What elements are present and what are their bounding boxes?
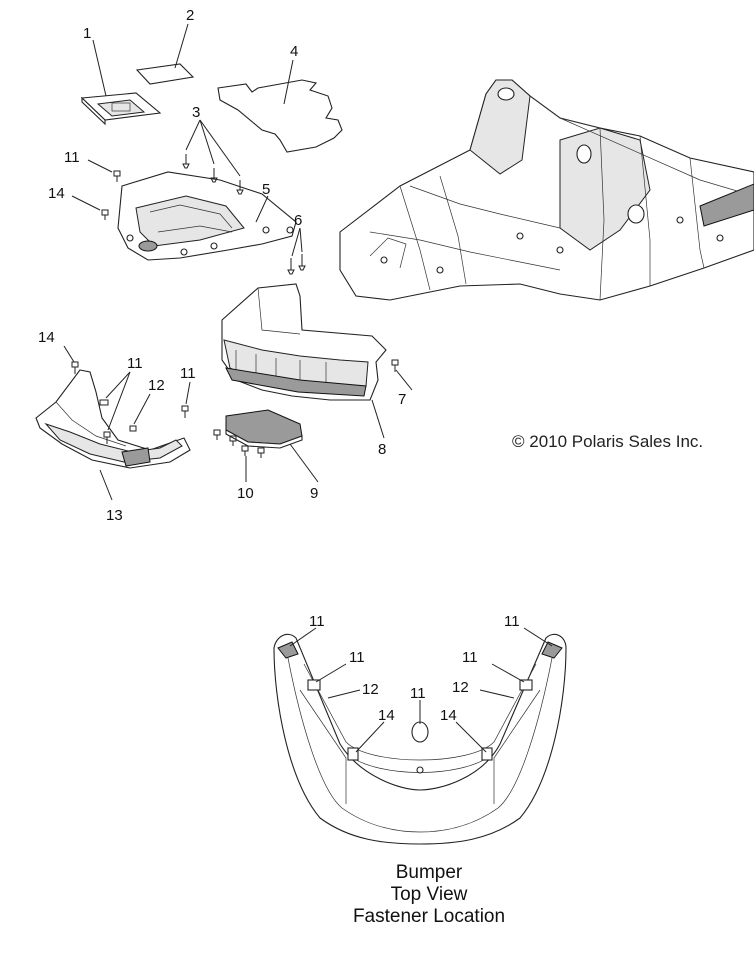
callout-14-top: 14 xyxy=(48,185,65,202)
bumper-callout-11-right: 11 xyxy=(462,649,478,666)
callout-10: 10 xyxy=(237,485,254,502)
caption-line-3: Fastener Location xyxy=(352,906,506,927)
callout-3: 3 xyxy=(192,104,200,121)
caption-line-2: Top View xyxy=(390,884,468,905)
part-3-fasteners xyxy=(182,154,244,195)
callout-5: 5 xyxy=(262,181,270,198)
callout-3-label-4: 4 xyxy=(290,43,298,60)
callout-6: 6 xyxy=(294,212,302,229)
fastener-11-left-a xyxy=(99,399,109,406)
bumper-callout-11-center: 11 xyxy=(410,685,426,702)
part-4-panel xyxy=(217,79,343,153)
callout-7: 7 xyxy=(398,391,406,408)
fastener-11-right xyxy=(181,405,189,418)
fastener-14-top xyxy=(101,209,109,220)
callout-11-top: 11 xyxy=(64,149,80,166)
callout-labels: 1 2 4 3 11 14 5 6 7 8 9 10 14 11 11 12 1… xyxy=(38,7,406,524)
part-1-tray xyxy=(80,92,162,126)
bumper-callout-11-left: 11 xyxy=(349,649,365,666)
bumper-callout-11-left-top: 11 xyxy=(309,613,325,630)
part-10-fasteners xyxy=(213,429,265,458)
fastener-12-left xyxy=(129,425,137,432)
callout-2: 2 xyxy=(186,7,194,24)
callout-9: 9 xyxy=(310,485,318,502)
bumper-callout-12-left: 12 xyxy=(362,681,379,698)
callout-8: 8 xyxy=(378,441,386,458)
part-8-front-bulkhead xyxy=(221,283,387,401)
part-9-skid-plate xyxy=(225,409,303,449)
part-2-pad xyxy=(135,63,195,85)
part-5-hood-panel xyxy=(117,171,297,261)
bumper-callout-14-left: 14 xyxy=(378,707,395,724)
callout-13: 13 xyxy=(106,507,123,524)
chassis-frame xyxy=(339,79,754,301)
fastener-11-top xyxy=(113,170,121,182)
bumper-callout-leaders xyxy=(289,627,553,753)
bumper-callout-14-right: 14 xyxy=(440,707,457,724)
copyright-notice: © 2010 Polaris Sales Inc. xyxy=(512,432,704,451)
part-13-bumper-side xyxy=(35,369,191,469)
callout-11-left: 11 xyxy=(127,355,143,372)
callout-12: 12 xyxy=(148,377,165,394)
fastener-7 xyxy=(391,359,399,372)
part-6-fasteners xyxy=(287,254,306,275)
callout-1: 1 xyxy=(83,25,91,42)
callout-leaders xyxy=(63,23,413,501)
fastener-14-left xyxy=(71,361,79,374)
callout-11-right: 11 xyxy=(180,365,196,382)
bumper-callout-11-right-top: 11 xyxy=(504,613,520,630)
bumper-callout-labels: 11 11 11 11 12 12 11 14 14 xyxy=(309,613,520,724)
bumper-callout-12-right: 12 xyxy=(452,679,469,696)
callout-14-left: 14 xyxy=(38,329,55,346)
bumper-caption: Bumper Top View Fastener Location xyxy=(329,862,529,928)
fastener-11-left-b xyxy=(103,431,111,444)
bumper-top-view xyxy=(273,633,567,845)
caption-line-1: Bumper xyxy=(395,862,463,883)
